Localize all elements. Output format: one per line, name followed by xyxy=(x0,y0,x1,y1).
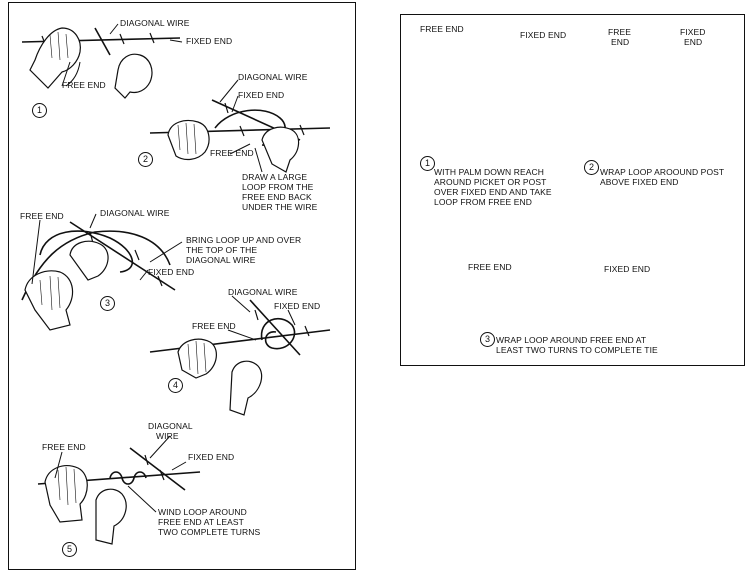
left-step4-right-hand xyxy=(229,360,263,416)
left-step3-number: 3 xyxy=(100,296,115,311)
left-step5-instruction-line-1: WIND LOOP AROUND xyxy=(158,507,247,517)
left-step3-left-hand xyxy=(24,270,74,331)
left-step3-loop xyxy=(39,230,134,273)
left-step4-wire xyxy=(149,329,331,353)
left-step3-free-wire xyxy=(21,230,171,301)
left-step5-diagonal-wire xyxy=(129,447,186,491)
left-step2-instruction-line-4: UNDER THE WIRE xyxy=(242,202,318,212)
left-step2-right-hand xyxy=(261,126,300,173)
left-step2-diagonal-wire-label: DIAGONAL WIRE xyxy=(238,72,308,82)
right-step3-number: 3 xyxy=(480,332,495,347)
left-step4-diagonal-wire-label: DIAGONAL WIRE xyxy=(228,287,298,297)
left-step2-fixed-end-label: FIXED END xyxy=(238,90,285,100)
left-step5-free-end-label: FREE END xyxy=(42,442,86,452)
right-step2-number: 2 xyxy=(584,160,599,175)
right-step2-fixed-label-line-2: END xyxy=(684,37,703,47)
left-step5-right-hand xyxy=(95,488,127,545)
left-step3-right-hand xyxy=(69,240,109,281)
left-step4-diagonal-wire xyxy=(249,299,301,356)
left-step2-number: 2 xyxy=(138,152,153,167)
right-step3-instruction-line-2: LEAST TWO TURNS TO COMPLETE TIE xyxy=(496,345,658,355)
left-step3-illustration xyxy=(21,221,176,331)
right-figure-panel xyxy=(400,14,745,366)
left-step1-number: 1 xyxy=(32,103,47,118)
left-step5-diagonal-label-line-2: WIRE xyxy=(156,431,179,441)
right-step1-fixed-end-label: FIXED END xyxy=(520,30,567,40)
right-step3-fixed-end-label: FIXED END xyxy=(604,264,651,274)
left-step5-illustration xyxy=(37,447,201,545)
left-step1-free-end-label: FREE END xyxy=(62,80,106,90)
left-step2-instruction-line-1: DRAW A LARGE xyxy=(242,172,308,182)
left-step3-diagonal-wire xyxy=(69,221,176,291)
right-step1-number: 1 xyxy=(420,156,435,171)
right-step2-free-label-line-2: END xyxy=(611,37,630,47)
right-step1-instruction-line-3: OVER FIXED END AND TAKE xyxy=(434,187,552,197)
left-step3-instruction-line-2: THE TOP OF THE xyxy=(186,245,258,255)
left-step4-fixed-end-label: FIXED END xyxy=(274,301,321,311)
left-step1-diagonal-wire xyxy=(94,27,111,56)
left-step1-left-hand xyxy=(29,27,81,89)
right-step2-instruction-line-1: WRAP LOOP AROOUND POST xyxy=(600,167,725,177)
left-step5-number: 5 xyxy=(62,542,77,557)
left-step5-turns xyxy=(109,471,147,485)
left-step5-instruction-line-3: TWO COMPLETE TURNS xyxy=(158,527,261,537)
left-step2-instruction-line-2: LOOP FROM THE xyxy=(242,182,314,192)
left-step5-diagonal-label-line-1: DIAGONAL xyxy=(148,421,193,431)
left-step3-instruction-line-3: DIAGONAL WIRE xyxy=(186,255,256,265)
right-step3-free-end-label: FREE END xyxy=(468,262,512,272)
left-step2-free-end-label: FREE END xyxy=(210,148,254,158)
left-step1-fixed-end-label: FIXED END xyxy=(186,36,233,46)
left-step1-diagonal-wire-label: DIAGONAL WIRE xyxy=(120,18,190,28)
right-step1-instruction-line-4: LOOP FROM FREE END xyxy=(434,197,532,207)
left-step3-instruction-line-1: BRING LOOP UP AND OVER xyxy=(186,235,302,245)
right-step1-instruction-line-1: WITH PALM DOWN REACH xyxy=(434,167,544,177)
left-step4-loop xyxy=(260,317,296,350)
right-step3-instruction-line-1: WRAP LOOP AROUND FREE END AT xyxy=(496,335,647,345)
right-step2-instruction-line-2: ABOVE FIXED END xyxy=(600,177,679,187)
left-step2-illustration xyxy=(149,99,331,173)
left-step3-fixed-end-label: FIXED END xyxy=(148,267,195,277)
left-step1-illustration xyxy=(21,27,181,99)
left-step3-diagonal-wire-label: DIAGONAL WIRE xyxy=(100,208,170,218)
right-step1-free-end-label: FREE END xyxy=(420,24,464,34)
left-step2-instruction-line-3: FREE END BACK xyxy=(242,192,312,202)
left-step5-left-hand xyxy=(44,465,88,523)
left-step5-instruction-line-2: FREE END AT LEAST xyxy=(158,517,244,527)
left-step3-free-end-label: FREE END xyxy=(20,211,64,221)
right-step2-free-label-line-1: FREE xyxy=(608,27,632,37)
left-step2-left-hand xyxy=(167,119,210,161)
left-step4-free-end-label: FREE END xyxy=(192,321,236,331)
right-step1-instruction-line-2: AROUND PICKET OR POST xyxy=(434,177,547,187)
left-step4-number: 4 xyxy=(168,378,183,393)
left-step1-right-hand xyxy=(114,53,153,99)
right-step2-fixed-label-line-1: FIXED xyxy=(680,27,706,37)
left-step5-fixed-end-label: FIXED END xyxy=(188,452,235,462)
left-step4-illustration xyxy=(149,299,331,416)
